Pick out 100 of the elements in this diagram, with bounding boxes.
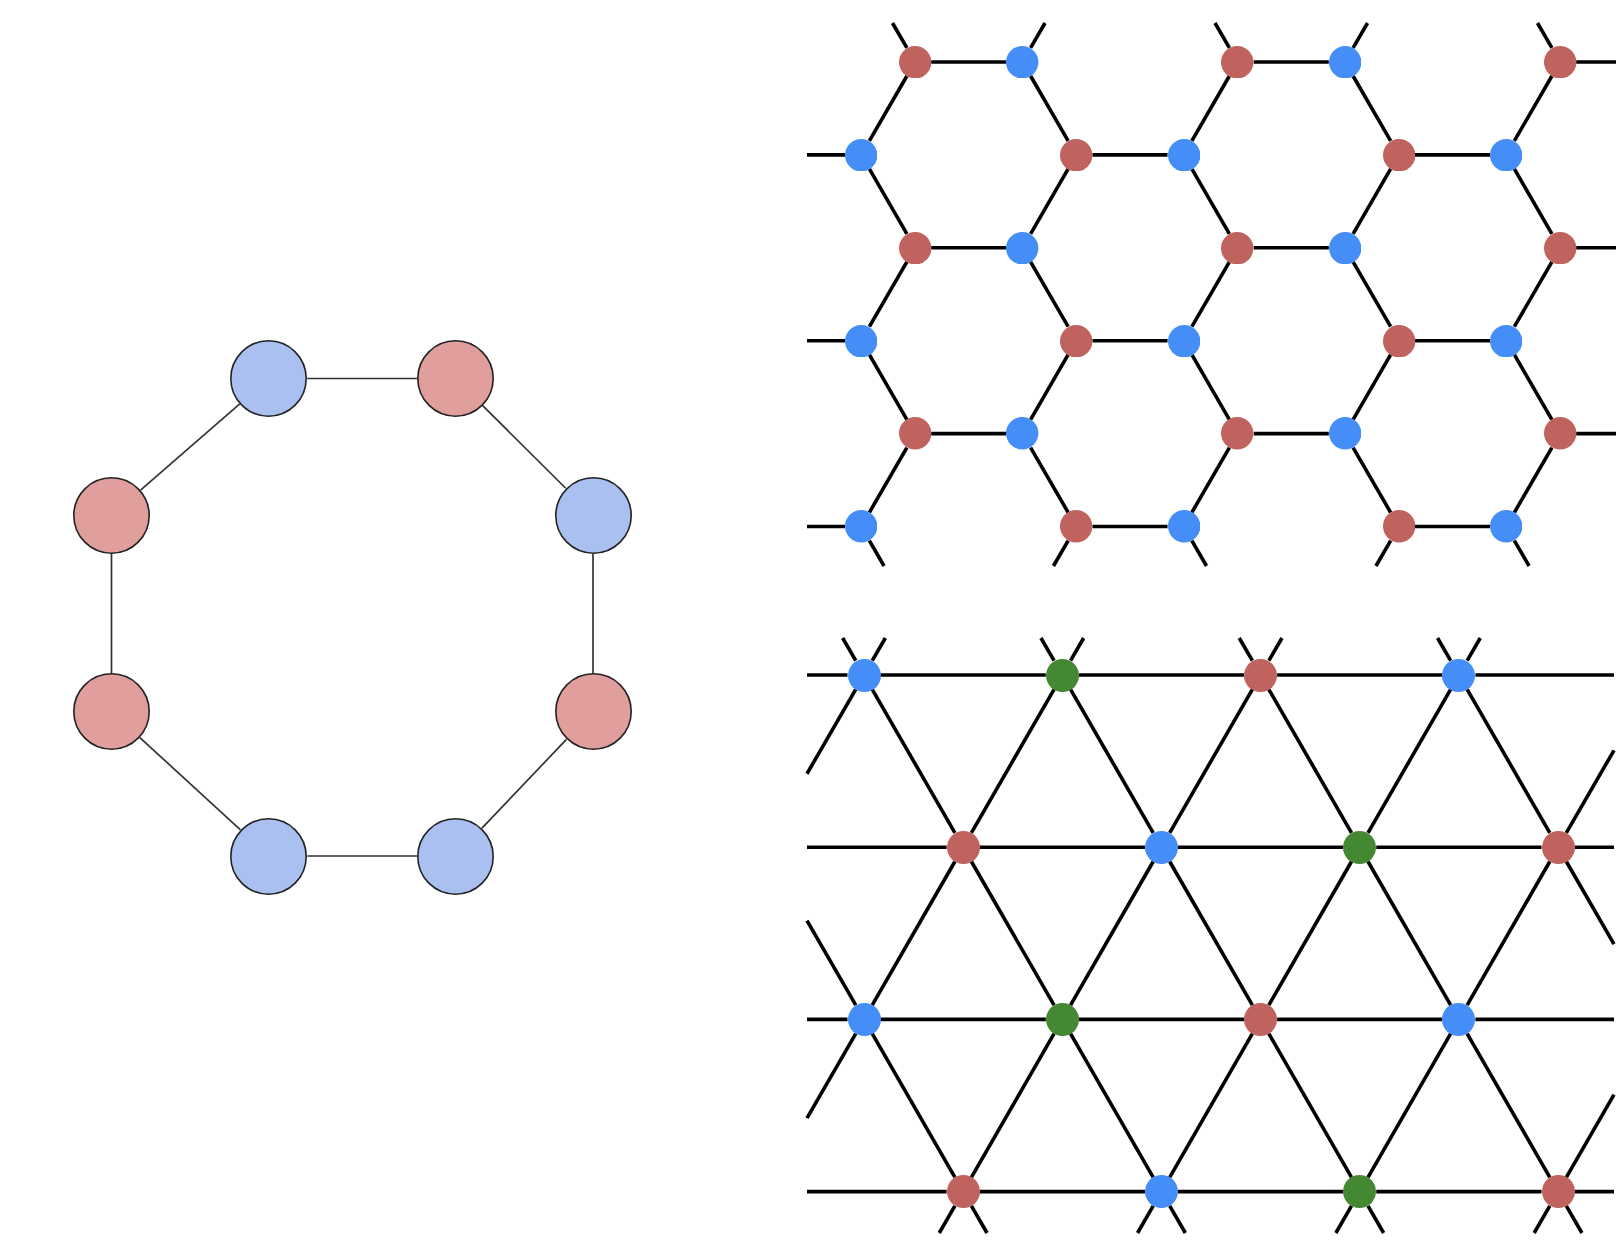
edge-line [1512, 75, 1554, 142]
edge-line [1535, 22, 1554, 49]
vertex-circle [554, 476, 632, 554]
vertex-circle [554, 673, 632, 750]
edge-line [969, 1032, 1056, 1179]
edge-line [1512, 539, 1531, 567]
edge-line [841, 637, 858, 662]
edge-line [890, 22, 909, 49]
edge-line [1465, 637, 1482, 662]
vertex-dot [1382, 510, 1415, 543]
edge-line [1029, 446, 1070, 514]
edge-line [1512, 168, 1554, 235]
vertex-dot [1006, 45, 1039, 79]
edge-line [139, 736, 242, 831]
edge-line [139, 402, 241, 491]
edge-line [1465, 1032, 1552, 1179]
vertex-dot [1060, 138, 1093, 172]
vertex-dot [1045, 658, 1079, 692]
edge-line [1078, 1017, 1245, 1022]
edge-line [481, 404, 567, 490]
edge-line [1092, 338, 1168, 343]
edge-line [1366, 1032, 1453, 1179]
vertex-dot [1221, 417, 1254, 450]
edge-line [1039, 637, 1056, 662]
vertex-dot [1543, 45, 1577, 79]
edge-line [1475, 673, 1614, 677]
edge-line [1465, 688, 1552, 834]
edge-line [1576, 431, 1616, 436]
vertex-dot [1244, 658, 1278, 692]
vertex-dot [1543, 417, 1577, 450]
vertex-dot [1490, 138, 1523, 172]
edge-line [807, 338, 846, 343]
edge-line [1267, 688, 1354, 834]
vertex-dot [898, 45, 932, 79]
edge-line [1213, 22, 1231, 49]
edge-line [867, 168, 909, 235]
edge-line [1376, 845, 1542, 849]
vertex-circle [73, 673, 150, 750]
vertex-dot [1442, 1002, 1476, 1036]
edge-line [306, 377, 418, 380]
edge-line [805, 1032, 858, 1120]
vertex-dot [1221, 231, 1254, 264]
edge-line [1351, 168, 1393, 235]
vertex-dot [1328, 45, 1362, 79]
edge-line [867, 446, 909, 514]
edge-line [931, 431, 1007, 436]
edge-line [1564, 1093, 1616, 1179]
edge-line [805, 688, 858, 775]
vertex-dot [1541, 830, 1575, 864]
edge-line [1436, 637, 1453, 662]
vertex-dot [1006, 231, 1039, 264]
vertex-dot [1006, 417, 1039, 450]
vertex-dot [1167, 138, 1200, 172]
edge-line [1574, 845, 1614, 849]
edge-line [1532, 1205, 1552, 1234]
vertex-dot [847, 658, 881, 692]
vertex-dot [1442, 658, 1476, 692]
edge-line [1190, 353, 1231, 421]
edge-line [870, 1032, 957, 1179]
edge-line [1267, 637, 1284, 662]
edge-line [110, 553, 113, 674]
edge-line [1190, 260, 1231, 328]
vertex-dot [1382, 138, 1415, 172]
edge-line [1564, 1205, 1584, 1234]
edge-line [1574, 1189, 1614, 1194]
edge-line [867, 353, 909, 421]
edge-line [1277, 673, 1443, 677]
edge-line [867, 75, 909, 142]
vertex-dot [1490, 510, 1523, 543]
edge-line [979, 845, 1145, 849]
edge-line [1564, 749, 1616, 834]
edge-line [1136, 1205, 1155, 1234]
vertex-dot [1060, 510, 1093, 543]
edge-line [969, 688, 1056, 834]
edge-line [870, 860, 957, 1006]
edge-line [1351, 22, 1370, 49]
edge-line [1351, 75, 1393, 142]
vertex-dot [946, 830, 980, 864]
edge-line [807, 1189, 947, 1194]
edge-line [1029, 353, 1070, 421]
edge-line [880, 673, 1046, 677]
vertex-dot [1490, 324, 1523, 357]
vertex-dot [845, 138, 878, 172]
edge-line [1576, 246, 1616, 250]
edge-line [1277, 1017, 1443, 1022]
vertex-circle [416, 817, 494, 895]
edge-line [1253, 246, 1329, 250]
edge-line [1512, 260, 1554, 328]
edge-line [867, 260, 909, 328]
edge-line [1414, 338, 1491, 343]
edge-line [1475, 1017, 1614, 1022]
edge-line [1334, 1205, 1354, 1234]
edge-line [1366, 1205, 1386, 1234]
edge-line [1177, 845, 1344, 849]
edge-line [931, 246, 1007, 250]
vertex-dot [1167, 510, 1200, 543]
edge-line [1168, 860, 1254, 1006]
vertex-dot [1343, 830, 1377, 864]
edge-line [1029, 75, 1070, 142]
vertex-dot [847, 1002, 881, 1036]
